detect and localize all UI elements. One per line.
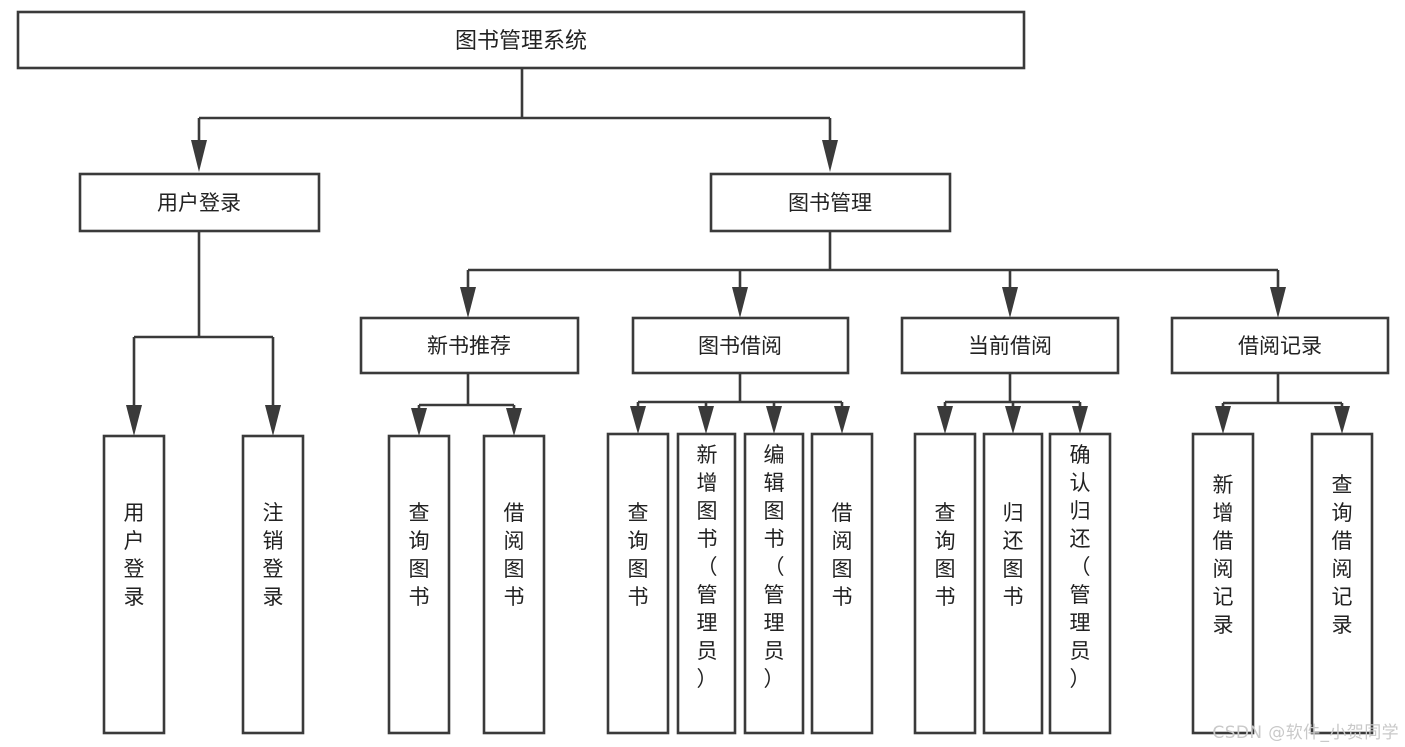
- arrowhead-borrow-leaf-2: [698, 406, 714, 434]
- node-user-login-label: 用户登录: [157, 191, 241, 215]
- arrowhead-records-leaf-1: [1215, 406, 1231, 434]
- leaf-book-borrow-3[interactable]: 编辑图书（管理员）: [743, 432, 805, 735]
- leaf-book-borrow-3-box[interactable]: [743, 432, 805, 735]
- leaf-borrow-records-2-label: 查询借阅记录: [1332, 473, 1353, 637]
- arrowhead-newbook-leaf-1: [411, 408, 427, 436]
- leaf-current-borrow-2[interactable]: 归还图书: [982, 432, 1044, 735]
- leaf-current-borrow-2-label: 归还图书: [1003, 501, 1024, 609]
- leaf-new-book-2-label: 借阅图书: [504, 501, 525, 609]
- arrowhead-bookmgmt-child-2: [732, 287, 748, 318]
- node-book-management[interactable]: 图书管理: [709, 172, 952, 233]
- node-root-box[interactable]: [16, 10, 1026, 70]
- arrowhead-bookmgmt-child-3: [1002, 287, 1018, 318]
- arrowhead-current-leaf-2: [1005, 406, 1021, 434]
- leaf-borrow-records-1-box[interactable]: [1191, 432, 1255, 735]
- leaf-current-borrow-1-label: 查询图书: [935, 501, 956, 609]
- leaf-book-borrow-2-label: 新增图书（管理员）: [697, 443, 718, 691]
- node-book-management-box[interactable]: [709, 172, 952, 233]
- node-borrow-records-box[interactable]: [1170, 316, 1390, 375]
- node-root[interactable]: 图书管理系统: [16, 10, 1026, 70]
- leaf-book-borrow-1-label: 查询图书: [628, 501, 649, 609]
- node-current-borrow-box[interactable]: [900, 316, 1120, 375]
- leaf-borrow-records-2[interactable]: 查询借阅记录: [1310, 432, 1374, 735]
- leaf-book-borrow-1[interactable]: 查询图书: [606, 432, 670, 735]
- node-borrow-records[interactable]: 借阅记录: [1170, 316, 1390, 375]
- leaf-borrow-records-1-label: 新增借阅记录: [1213, 473, 1234, 637]
- leaf-current-borrow-3-box[interactable]: [1048, 432, 1112, 735]
- arrowhead-borrow-leaf-1: [630, 406, 646, 434]
- leaf-user-login-1-label: 用户登录: [124, 501, 145, 609]
- arrowhead-newbook-leaf-2: [506, 408, 522, 436]
- node-new-book-recommend[interactable]: 新书推荐: [359, 316, 580, 375]
- arrowhead-userlogin-leaf-2: [265, 405, 281, 436]
- arrowhead-bookmgmt-child-1: [460, 287, 476, 318]
- leaf-current-borrow-2-box[interactable]: [982, 432, 1044, 735]
- leaf-user-login-2-box[interactable]: [241, 434, 305, 735]
- arrowhead-root-to-userlogin: [191, 140, 207, 172]
- arrowhead-current-leaf-1: [937, 406, 953, 434]
- leaf-user-login-2[interactable]: 注销登录: [241, 434, 305, 735]
- node-new-book-recommend-box[interactable]: [359, 316, 580, 375]
- leaf-book-borrow-4-label: 借阅图书: [832, 501, 853, 609]
- leaf-user-login-2-label: 注销登录: [263, 501, 284, 609]
- connector-layer: [126, 68, 1350, 436]
- leaf-borrow-records-2-box[interactable]: [1310, 432, 1374, 735]
- leaf-borrow-records-1[interactable]: 新增借阅记录: [1191, 432, 1255, 735]
- node-borrow-records-label: 借阅记录: [1238, 334, 1322, 358]
- leaf-new-book-2-box[interactable]: [482, 434, 546, 735]
- arrowhead-borrow-leaf-3: [766, 406, 782, 434]
- leaf-new-book-1-label: 查询图书: [409, 501, 430, 609]
- leaf-current-borrow-1[interactable]: 查询图书: [913, 432, 977, 735]
- arrowhead-userlogin-leaf-1: [126, 405, 142, 436]
- arrowhead-records-leaf-2: [1334, 406, 1350, 434]
- leaf-book-borrow-2-box[interactable]: [676, 432, 737, 735]
- node-current-borrow[interactable]: 当前借阅: [900, 316, 1120, 375]
- node-book-borrow-box[interactable]: [631, 316, 850, 375]
- node-user-login[interactable]: 用户登录: [78, 172, 321, 233]
- arrowhead-current-leaf-3: [1072, 406, 1088, 434]
- leaf-book-borrow-3-label: 编辑图书（管理员）: [764, 443, 785, 691]
- arrowhead-borrow-leaf-4: [834, 406, 850, 434]
- node-book-management-label: 图书管理: [788, 191, 872, 215]
- arrowhead-root-to-bookmgmt: [822, 140, 838, 172]
- leaf-current-borrow-3[interactable]: 确认归还（管理员）: [1048, 432, 1112, 735]
- leaf-new-book-2[interactable]: 借阅图书: [482, 434, 546, 735]
- leaf-user-login-1-box[interactable]: [102, 434, 166, 735]
- node-book-borrow[interactable]: 图书借阅: [631, 316, 850, 375]
- leaf-book-borrow-4-box[interactable]: [810, 432, 874, 735]
- leaf-book-borrow-4[interactable]: 借阅图书: [810, 432, 874, 735]
- node-user-login-box[interactable]: [78, 172, 321, 233]
- node-book-borrow-label: 图书借阅: [698, 334, 782, 358]
- leaf-user-login-1[interactable]: 用户登录: [102, 434, 166, 735]
- leaf-new-book-1-box[interactable]: [387, 434, 451, 735]
- leaf-book-borrow-2[interactable]: 新增图书（管理员）: [676, 432, 737, 735]
- arrowhead-bookmgmt-child-4: [1270, 287, 1286, 318]
- leaf-new-book-1[interactable]: 查询图书: [387, 434, 451, 735]
- node-new-book-recommend-label: 新书推荐: [427, 334, 511, 358]
- node-root-label: 图书管理系统: [455, 29, 587, 54]
- node-current-borrow-label: 当前借阅: [968, 334, 1052, 358]
- leaf-book-borrow-1-box[interactable]: [606, 432, 670, 735]
- leaf-current-borrow-3-label: 确认归还（管理员）: [1070, 443, 1091, 691]
- leaf-current-borrow-1-box[interactable]: [913, 432, 977, 735]
